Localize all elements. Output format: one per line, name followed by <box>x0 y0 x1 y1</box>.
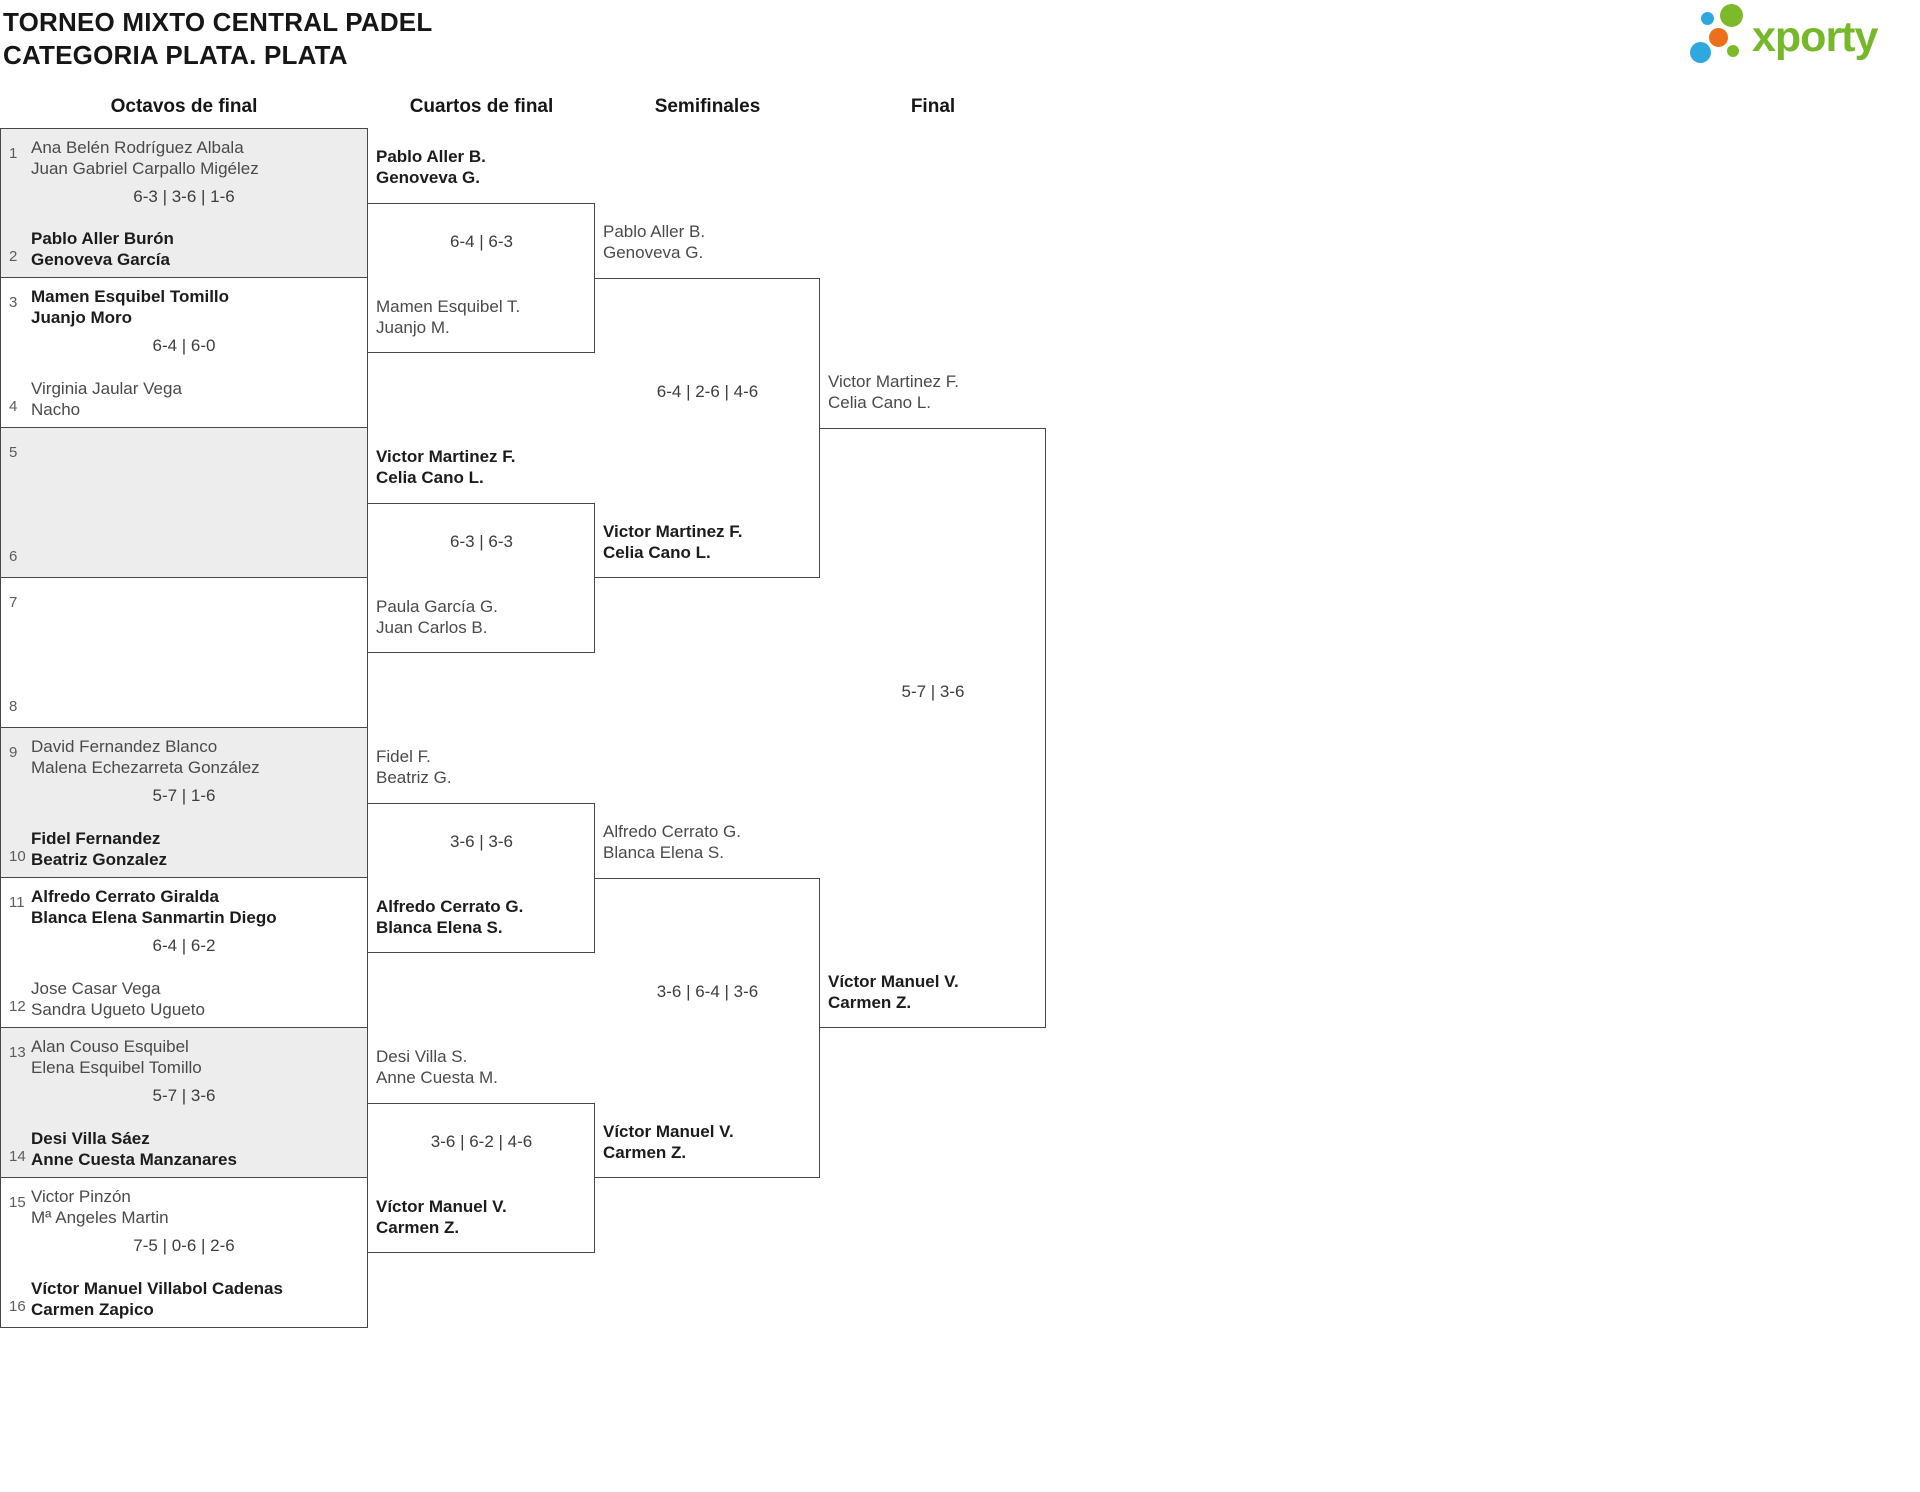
seed-number: 1 <box>9 145 18 162</box>
match-box-r16-4: 7 8 <box>0 578 368 728</box>
match-box-sf-1 <box>595 278 820 578</box>
winner-label: Paula García G.Juan Carlos B. <box>376 597 498 637</box>
match-box-qf-4 <box>368 1103 595 1253</box>
match-score: 7-5 | 0-6 | 2-6 <box>133 1236 235 1255</box>
match-score: 6-3 | 6-3 <box>449 532 513 551</box>
winner-label: Victor Martinez F.Celia Cano L. <box>603 522 743 562</box>
seed-number: 14 <box>9 1148 26 1165</box>
winner-label: Alfredo Cerrato G.Blanca Elena S. <box>376 897 524 937</box>
seed-number: 13 <box>9 1044 26 1061</box>
logo-dot-orange-icon <box>1709 28 1728 47</box>
match-score: 5-7 | 1-6 <box>152 786 216 805</box>
seed-number: 9 <box>9 744 18 761</box>
logo-dot-green-small-icon <box>1727 45 1739 57</box>
match-box-qf-2 <box>368 503 595 653</box>
match-score: 3-6 | 6-4 | 3-6 <box>656 982 759 1001</box>
winner-label: Victor Martinez F.Celia Cano L. <box>376 447 516 487</box>
match-box-final <box>820 428 1046 1028</box>
match-score: 6-4 | 6-3 <box>449 232 513 251</box>
winner-label: Víctor Manuel V.Carmen Z. <box>603 1122 734 1162</box>
seed-number: 6 <box>9 548 18 565</box>
match-score: 6-4 | 6-2 <box>152 936 216 955</box>
logo-wordmark: xporty <box>1752 13 1878 61</box>
seed-number: 3 <box>9 294 18 311</box>
seed-number: 8 <box>9 698 18 715</box>
winner-label: Desi Villa S.Anne Cuesta M. <box>376 1047 498 1087</box>
match-score: 5-7 | 3-6 <box>901 682 965 701</box>
seed-number: 4 <box>9 398 18 415</box>
seed-number: 2 <box>9 248 18 265</box>
champion-label: Víctor Manuel V.Carmen Z. <box>828 972 959 1012</box>
match-score: 6-4 | 2-6 | 4-6 <box>656 382 759 401</box>
winner-label: Mamen Esquibel T.Juanjo M. <box>376 297 521 337</box>
match-score: 3-6 | 6-2 | 4-6 <box>430 1132 533 1151</box>
seed-number: 12 <box>9 998 26 1015</box>
seed-number: 11 <box>9 894 25 911</box>
match-score: 6-3 | 3-6 | 1-6 <box>133 187 235 206</box>
logo-dot-green-large-icon <box>1720 4 1743 27</box>
logo-dot-blue-large-icon <box>1690 42 1711 63</box>
round-header-final: Final <box>910 96 956 117</box>
round-header-semifinales: Semifinales <box>654 96 761 117</box>
match-box-r16-3: 5 6 <box>0 428 368 578</box>
round-header-octavos: Octavos de final <box>110 96 258 117</box>
seed-number: 10 <box>9 848 26 865</box>
seed-number: 7 <box>9 594 18 611</box>
match-score: 6-4 | 6-0 <box>152 336 216 355</box>
seed-number: 16 <box>9 1298 26 1315</box>
match-box-sf-2 <box>595 878 820 1178</box>
winner-label: Alfredo Cerrato G.Blanca Elena S. <box>603 822 741 862</box>
seed-number: 15 <box>9 1194 26 1211</box>
tournament-category: CATEGORIA PLATA. PLATA <box>3 40 348 70</box>
winner-label: Víctor Manuel V.Carmen Z. <box>376 1197 507 1237</box>
winner-label: Pablo Aller B.Genoveva G. <box>603 222 706 262</box>
winner-label: Victor Martinez F.Celia Cano L. <box>828 372 960 412</box>
seed-number: 5 <box>9 444 18 461</box>
winner-label: Fidel F.Beatriz G. <box>376 747 452 787</box>
round-header-cuartos: Cuartos de final <box>409 96 554 117</box>
tournament-name: TORNEO MIXTO CENTRAL PADEL <box>3 7 433 37</box>
match-box-qf-1 <box>368 203 595 353</box>
logo-dot-blue-small-icon <box>1701 12 1714 25</box>
match-box-qf-3 <box>368 803 595 953</box>
winner-label: Pablo Aller B.Genoveva G. <box>376 147 486 187</box>
match-score: 5-7 | 3-6 <box>152 1086 216 1105</box>
match-score: 3-6 | 3-6 <box>449 832 513 851</box>
